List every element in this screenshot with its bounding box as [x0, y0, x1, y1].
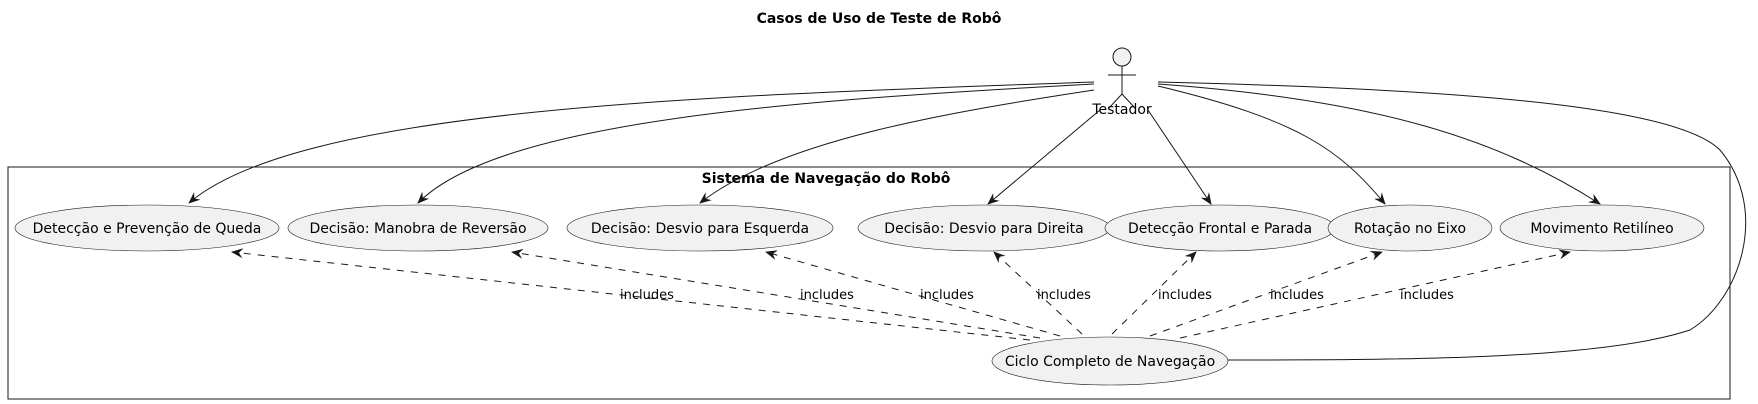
- include-label-frontal: includes: [1158, 288, 1212, 303]
- system-boundary: [7, 166, 1731, 400]
- association-frontal: [1147, 109, 1212, 205]
- include-label-retilineo: includes: [1400, 288, 1454, 303]
- include-label-queda: includes: [620, 288, 674, 303]
- use-case-ellipse: [566, 204, 834, 252]
- use-case-label: Rotação no Eixo: [1354, 221, 1466, 237]
- actor-head: [1112, 47, 1132, 67]
- actor-testador: Testador: [1091, 47, 1152, 118]
- use-case-label: Decisão: Desvio para Direita: [884, 221, 1083, 237]
- include-reversao: [511, 248, 1041, 339]
- include-esquerda: [765, 250, 1061, 337]
- use-case-ellipse: [1499, 204, 1705, 252]
- use-case-label: Detecção e Prevenção de Queda: [33, 221, 262, 237]
- include-direita: [993, 251, 1083, 335]
- use-case-ellipse: [14, 204, 280, 252]
- use-case-label: Ciclo Completo de Navegação: [1005, 354, 1215, 370]
- association-retilineo: [1157, 83, 1601, 205]
- association-queda: [188, 81, 1095, 204]
- use-case-direita: Decisão: Desvio para Direita: [857, 204, 1111, 252]
- association-esquerda: [699, 89, 1095, 204]
- include-label-direita: includes: [1037, 288, 1091, 303]
- system-boundary-title: Sistema de Navegação do Robô: [702, 171, 951, 187]
- association-rotacao: [1157, 85, 1386, 205]
- use-case-esquerda: Decisão: Desvio para Esquerda: [566, 204, 834, 252]
- include-label-reversao: includes: [800, 288, 854, 303]
- use-case-rotacao: Rotação no Eixo: [1327, 204, 1493, 252]
- use-case-label: Decisão: Desvio para Esquerda: [591, 221, 809, 237]
- association-direita: [987, 109, 1101, 205]
- use-case-retilineo: Movimento Retilíneo: [1499, 204, 1705, 252]
- use-case-label: Decisão: Manobra de Reversão: [309, 221, 526, 237]
- diagram-title: Casos de Uso de Teste de Robô: [757, 11, 1002, 27]
- use-case-ellipse: [991, 336, 1229, 386]
- use-case-ellipse: [287, 204, 549, 252]
- actor-right-leg: [1121, 93, 1136, 109]
- actor-left-leg: [1108, 93, 1123, 109]
- include-relations: includes includes includes includes incl…: [231, 248, 1571, 341]
- use-case-frontal: Detecção Frontal e Parada: [1104, 204, 1336, 252]
- use-case-queda: Detecção e Prevenção de Queda: [14, 204, 280, 252]
- associations: [188, 81, 1747, 365]
- use-case-reversao: Decisão: Manobra de Reversão: [287, 204, 549, 252]
- actor-label: Testador: [1091, 102, 1152, 118]
- use-case-label: Detecção Frontal e Parada: [1128, 221, 1312, 237]
- include-label-esquerda: includes: [920, 288, 974, 303]
- include-retilineo: [1179, 249, 1571, 339]
- use-case-ellipse: [1327, 204, 1493, 252]
- use-case-ciclo: Ciclo Completo de Navegação: [991, 336, 1229, 386]
- use-case-label: Movimento Retilíneo: [1530, 221, 1673, 237]
- include-frontal: [1111, 251, 1197, 335]
- include-label-rotacao: includes: [1270, 288, 1324, 303]
- association-reversao: [417, 83, 1095, 204]
- association-ciclo: [1157, 81, 1747, 365]
